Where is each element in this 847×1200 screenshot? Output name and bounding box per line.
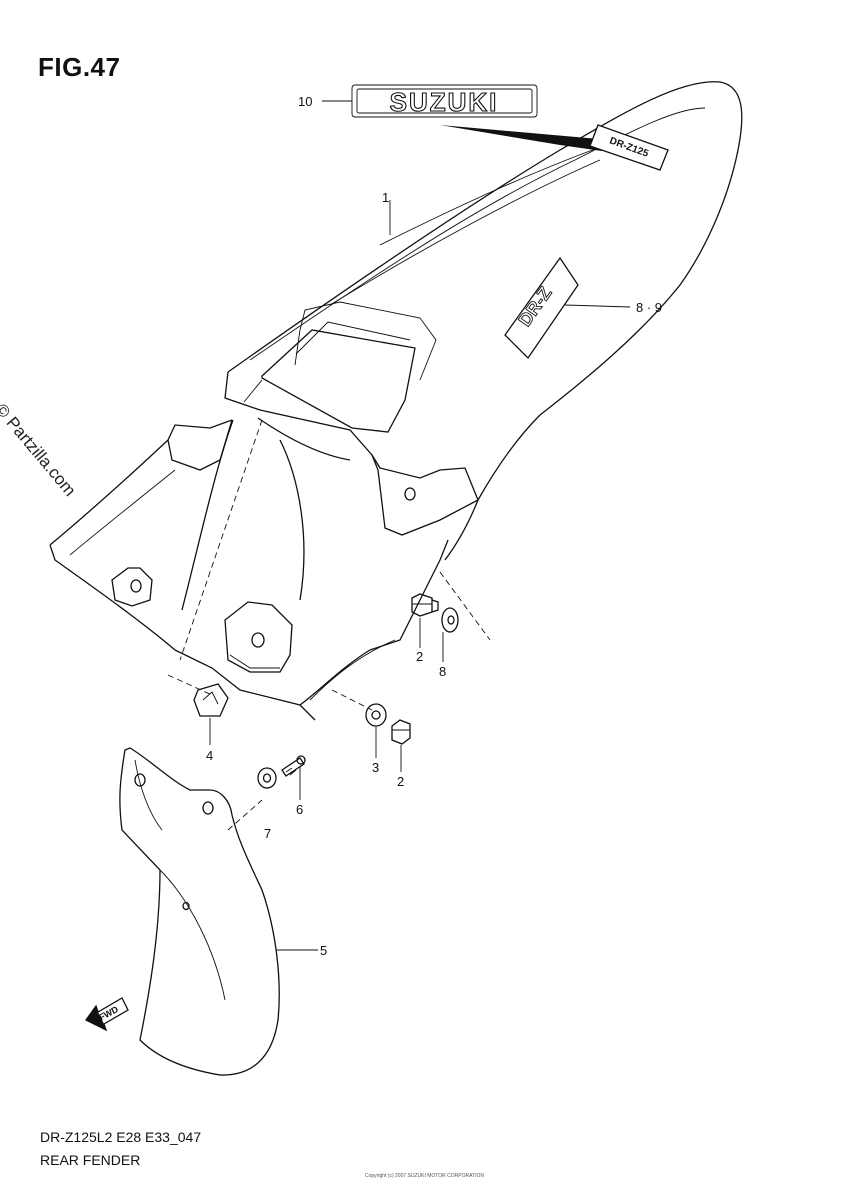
callout-2-upper: 2: [416, 649, 424, 664]
washer-3-part[interactable]: [365, 703, 387, 727]
screw-6-part[interactable]: [281, 755, 306, 777]
callout-8: 8: [439, 664, 447, 679]
callout-3: 3: [372, 760, 380, 775]
grommet-4-part[interactable]: [193, 683, 229, 717]
rear-fender-part[interactable]: [49, 81, 743, 831]
bolt-upper-part[interactable]: [411, 593, 439, 617]
side-decal-text: DR-Z: [515, 283, 556, 330]
callout-5: 5: [320, 943, 328, 958]
copyright-note: Copyright (c) 2007 SUZUKI MOTOR CORPORAT…: [365, 1173, 485, 1179]
callout-2-lower: 2: [397, 774, 405, 789]
callout-6: 6: [296, 802, 304, 817]
model-decal-part[interactable]: [440, 124, 669, 171]
callout-7: 7: [264, 826, 272, 841]
model-code: DR-Z125L2 E28 E33_047: [40, 1129, 202, 1145]
suzuki-decal-text: SUZUKI: [390, 87, 499, 117]
callout-8-9: 8 · 9: [636, 300, 663, 315]
section-name: REAR FENDER: [40, 1152, 141, 1168]
figure-title: FIG.47: [38, 52, 121, 82]
washer-6-part[interactable]: [257, 767, 277, 789]
front-direction-arrow-icon: [85, 997, 129, 1032]
callout-4: 4: [206, 748, 214, 763]
mud-flap-part[interactable]: [119, 747, 280, 1076]
side-decal-part[interactable]: [504, 256, 579, 360]
callout-1: 1: [382, 190, 390, 205]
callout-10: 10: [298, 94, 313, 109]
washer-8-part[interactable]: [441, 607, 459, 633]
bolt-lower-part[interactable]: [391, 719, 411, 745]
